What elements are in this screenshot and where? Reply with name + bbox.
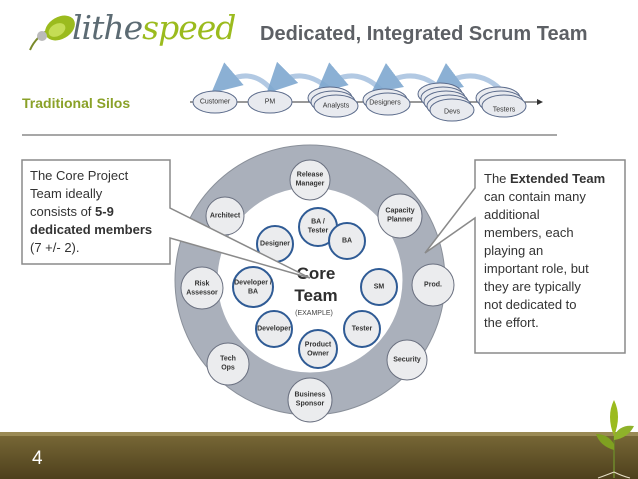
role-ba-tester-2: Tester bbox=[307, 227, 329, 235]
slide-title: Dedicated, Integrated Scrum Team bbox=[260, 23, 588, 45]
role-risk-1: Risk bbox=[194, 280, 210, 288]
sprout-icon bbox=[596, 400, 634, 479]
role-developer: Developer bbox=[257, 325, 291, 333]
callout-left-line2: Team ideally bbox=[30, 186, 103, 201]
logo-leaf-icon bbox=[29, 15, 75, 51]
role-capacity-1: Capacity bbox=[385, 207, 415, 215]
callout-right-line3: additional bbox=[484, 207, 540, 222]
role-risk-2: Assessor bbox=[186, 289, 218, 297]
role-tester: Tester bbox=[351, 325, 373, 333]
callout-right-line6: important role, but bbox=[484, 261, 589, 276]
role-release-2: Manager bbox=[295, 180, 325, 188]
role-ba-tester-1: BA / bbox=[311, 218, 325, 226]
role-dev-ba-1: Developer / bbox=[234, 279, 272, 287]
silo-devs: Devs bbox=[444, 108, 460, 116]
role-tech-1: Tech bbox=[220, 355, 236, 363]
silo-customer: Customer bbox=[199, 98, 231, 106]
slide-number: 4 bbox=[32, 448, 43, 469]
role-po-2: Owner bbox=[307, 350, 329, 358]
callout-right-line1b: Extended Team bbox=[510, 171, 606, 186]
logo: lithespeed bbox=[72, 8, 236, 48]
callout-right: The Extended Team can contain many addit… bbox=[484, 170, 605, 332]
callout-right-line1a: The bbox=[484, 171, 511, 186]
role-capacity-2: Planner bbox=[387, 216, 413, 224]
callout-left-line5: (7 +/- 2). bbox=[30, 240, 80, 255]
callout-left-line3b: 5-9 bbox=[95, 204, 114, 219]
role-release-1: Release bbox=[296, 171, 324, 179]
role-ba: BA bbox=[341, 237, 353, 245]
silo-designers: Designers bbox=[369, 99, 401, 107]
role-architect: Architect bbox=[209, 212, 241, 220]
callout-left: The Core Project Team ideally consists o… bbox=[30, 167, 152, 257]
core-label-1: Core bbox=[296, 264, 336, 283]
callout-right-shape bbox=[424, 159, 626, 354]
silo-testers: Testers bbox=[492, 106, 516, 114]
role-designer: Designer bbox=[260, 240, 290, 248]
silos-diagram bbox=[190, 61, 543, 122]
callout-left-line3a: consists of bbox=[30, 204, 96, 219]
footer-soil bbox=[0, 432, 638, 479]
logo-text-a: lithe bbox=[72, 8, 143, 47]
core-label-2: Team bbox=[294, 286, 338, 305]
callout-right-line1: The Extended Team bbox=[484, 170, 605, 188]
logo-text-b: speed bbox=[142, 8, 236, 47]
callout-left-line4: dedicated members bbox=[30, 222, 153, 237]
role-prod: Prod. bbox=[424, 281, 442, 289]
role-dev-ba-2: BA bbox=[247, 288, 259, 296]
callout-left-shape bbox=[21, 159, 311, 279]
team-diagram bbox=[174, 144, 455, 423]
silos-label: Traditional Silos bbox=[22, 95, 131, 111]
role-tech-2: Ops bbox=[221, 364, 235, 372]
role-business-2: Sponsor bbox=[295, 400, 325, 408]
silo-analysts: Analysts bbox=[322, 102, 350, 110]
role-security: Security bbox=[393, 356, 421, 364]
callout-right-line2: can contain many bbox=[484, 189, 586, 204]
callout-right-line4: members, each bbox=[484, 225, 574, 240]
callout-right-line5: playing an bbox=[484, 243, 544, 258]
role-sm: SM bbox=[373, 283, 385, 291]
callout-right-line9: the effort. bbox=[484, 315, 539, 330]
callout-right-line8: not dedicated to bbox=[484, 297, 577, 312]
callout-right-line7: they are typically bbox=[484, 279, 581, 294]
silo-pm: PM bbox=[264, 98, 276, 106]
callout-left-line3: consists of 5-9 bbox=[30, 203, 152, 221]
role-po-1: Product bbox=[304, 341, 332, 349]
callout-left-line1: The Core Project bbox=[30, 168, 129, 183]
core-example: (EXAMPLE) bbox=[295, 310, 333, 317]
role-business-1: Business bbox=[294, 391, 326, 399]
silos-divider bbox=[22, 134, 557, 136]
